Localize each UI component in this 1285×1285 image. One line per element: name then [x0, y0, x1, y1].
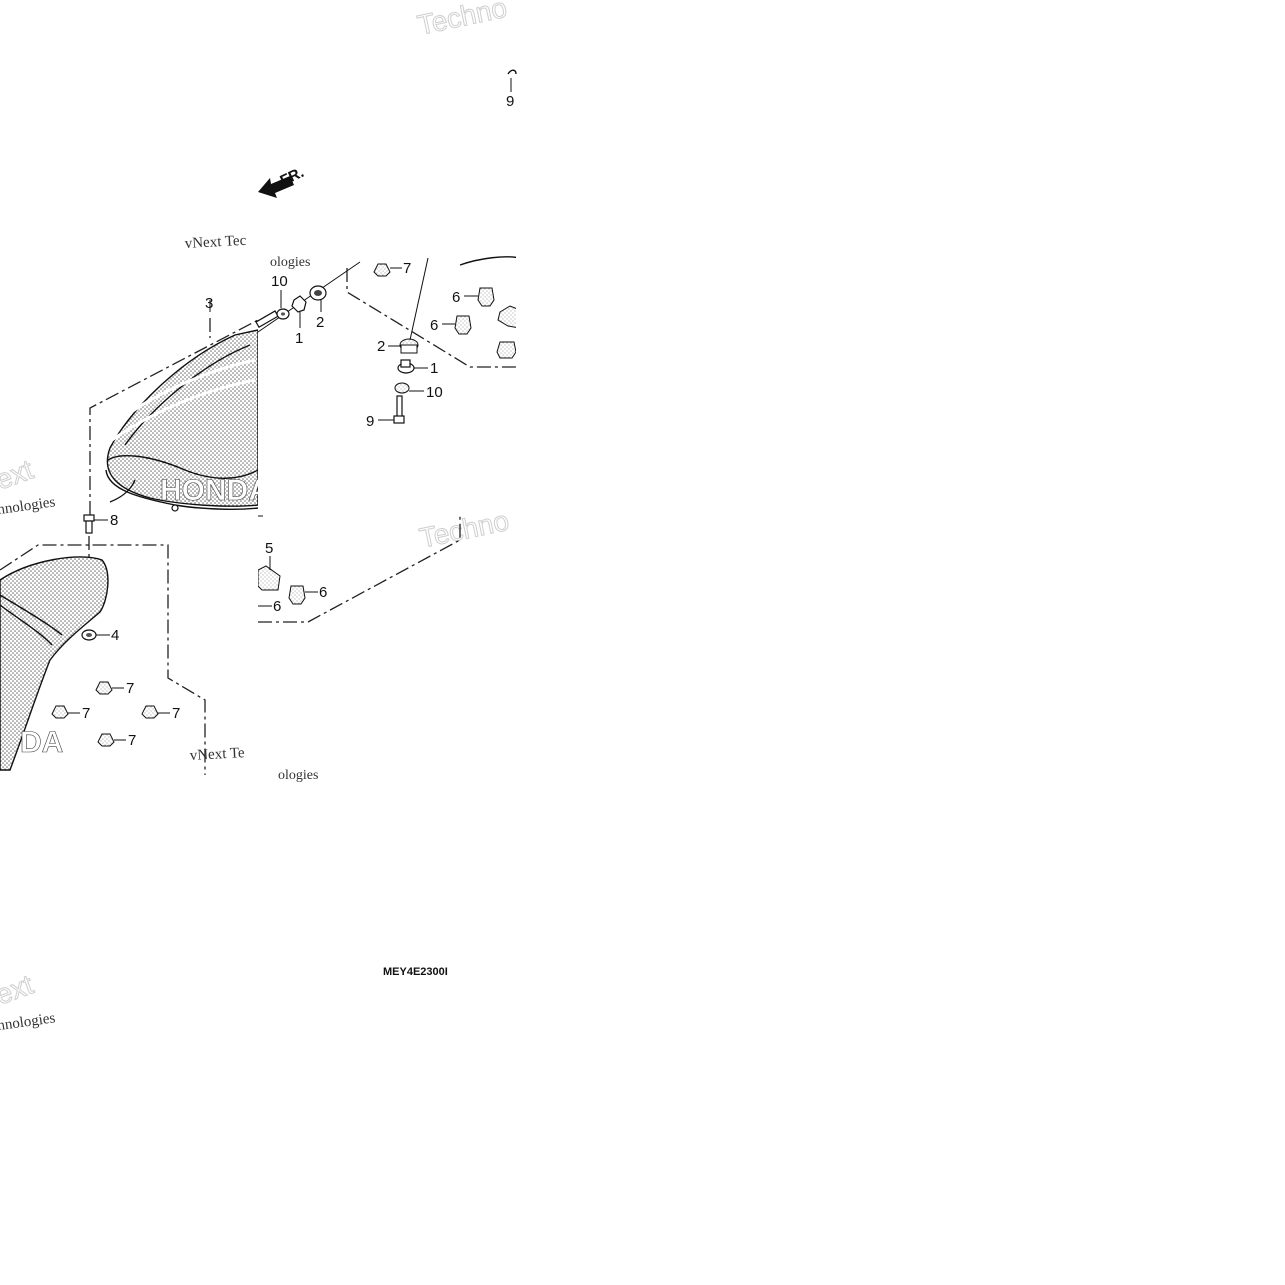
watermark-text: ologies	[270, 255, 310, 270]
watermark-text: ologies	[278, 768, 318, 783]
watermark-text: Techno	[415, 0, 510, 41]
watermark-text: vNext Tec	[184, 233, 247, 252]
watermark-text: vNext Te	[189, 745, 245, 764]
callout-1: 1	[430, 360, 438, 377]
callout-10: 10	[426, 384, 443, 401]
nut-part-7	[51, 705, 80, 719]
callout-10: 10	[271, 273, 288, 290]
brand-mark: HONDA	[160, 474, 270, 507]
mount-hardware-lower	[378, 338, 428, 424]
callout-2: 2	[316, 314, 324, 331]
drawing-reference-code: MEY4E2300I	[383, 966, 448, 978]
callout-7: 7	[403, 260, 411, 277]
callout-7: 7	[82, 705, 90, 722]
seat-assembly-view: HONDA 8 DA 4 7	[0, 318, 270, 775]
callout-9: 9	[366, 413, 374, 430]
screw-part-8	[83, 514, 108, 534]
grommet-part-4	[81, 629, 110, 641]
main-seat	[106, 329, 258, 507]
callout-9: 9	[506, 93, 514, 110]
mount-hardware-upper	[255, 261, 361, 333]
callout-6: 6	[273, 598, 281, 615]
callout-6: 6	[319, 584, 327, 601]
callout-2: 2	[377, 338, 385, 355]
bolt-fragment-top: 9	[506, 69, 517, 110]
front-direction-label: FR.	[278, 164, 307, 190]
watermark-text: ext	[0, 454, 37, 496]
nut-part-7	[95, 681, 124, 695]
callout-6: 6	[452, 289, 460, 306]
callout-7: 7	[128, 732, 136, 749]
callout-6: 6	[430, 317, 438, 334]
brand-mark-rear: DA	[20, 726, 63, 759]
watermark-text: Techno	[417, 505, 512, 554]
watermark-text: hnologies	[0, 494, 56, 518]
callout-7: 7	[126, 680, 134, 697]
watermark-text: ext	[0, 969, 37, 1011]
frame-bracket-view: 7 6 6 2 1 10 9	[258, 256, 516, 623]
nut-part-7	[97, 733, 126, 747]
callout-1: 1	[295, 330, 303, 347]
callout-7: 7	[172, 705, 180, 722]
callout-8: 8	[110, 512, 118, 529]
watermark-text: hnologies	[0, 1010, 56, 1034]
watermark-layer: Techno vNext Tec ologies ext hnologies T…	[0, 0, 512, 1034]
nut-part-7	[141, 705, 170, 719]
callout-5: 5	[265, 540, 273, 557]
callout-3: 3	[205, 295, 213, 312]
callout-4: 4	[111, 627, 119, 644]
rear-seat	[0, 556, 109, 771]
front-direction-arrow: FR.	[258, 164, 307, 198]
